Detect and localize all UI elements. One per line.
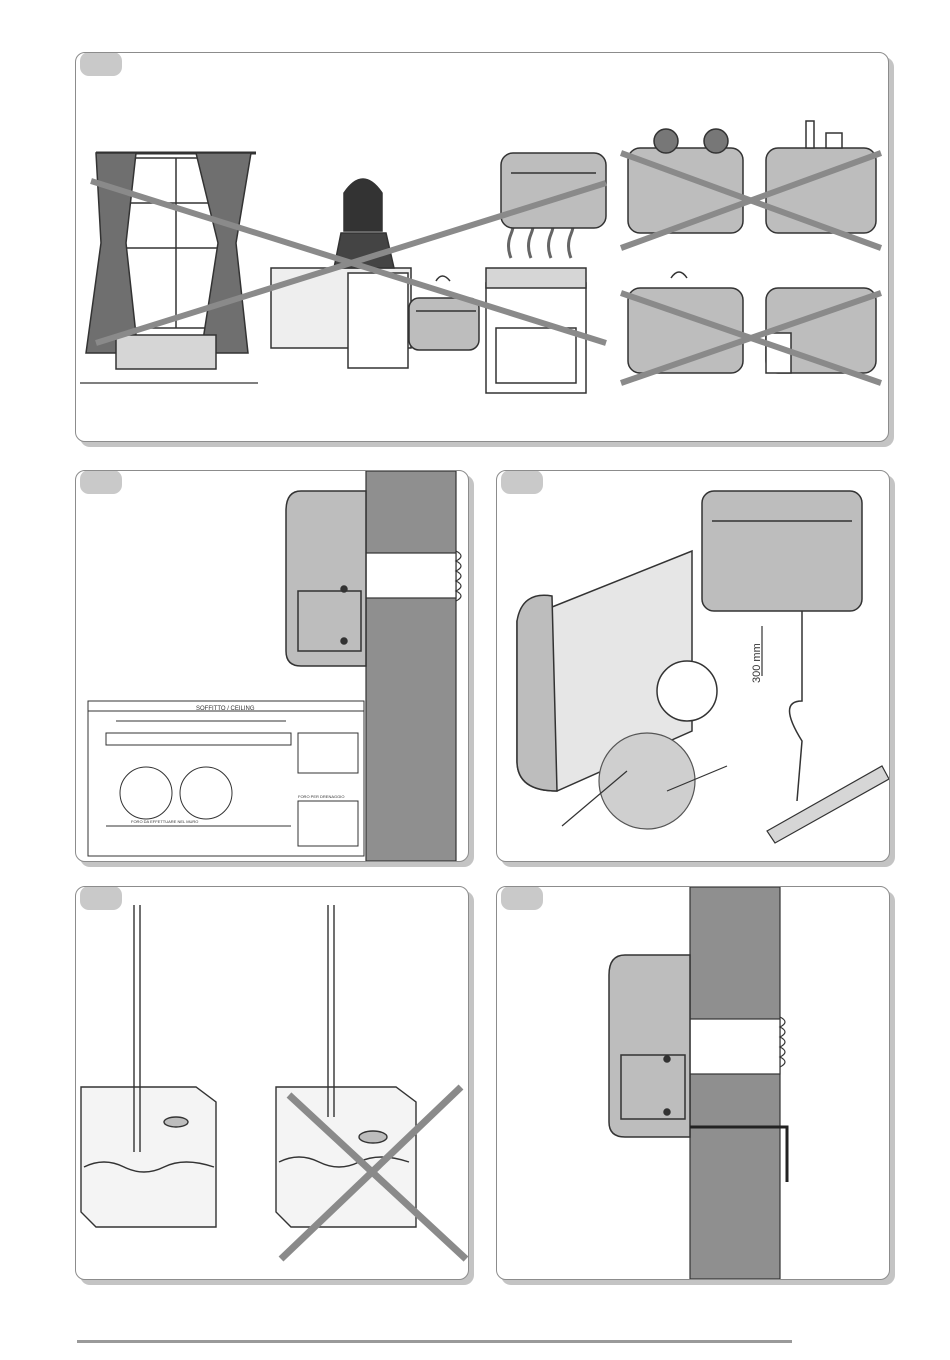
figure-4-illustration [76, 887, 468, 1279]
installation-template-drawing [88, 701, 364, 856]
air-conditioner-side-view [286, 491, 366, 666]
drain-pipe [767, 766, 889, 843]
drawing-note-left: FORO DA EFFETTUARE NEL MURO [131, 819, 198, 824]
panel-figure-1 [75, 52, 889, 442]
wall-section [366, 471, 456, 861]
wall-hole [366, 553, 456, 598]
wall-section [690, 887, 780, 1279]
detail-magnifier [599, 733, 695, 829]
unit-with-plants [628, 129, 743, 233]
figure-2-illustration: SOFFITTO / CEILING FORO DA EFFETTUARE NE… [76, 471, 468, 861]
figure-5-illustration [497, 887, 889, 1279]
drawing-ceiling-label: SOFFITTO / CEILING [196, 706, 255, 712]
footer-rule [77, 1340, 792, 1343]
panel-figure-5 [496, 886, 890, 1280]
drain-hose [790, 611, 803, 801]
panel-figure-4 [75, 886, 469, 1280]
dimension-300mm: 300 mm [751, 643, 763, 683]
drawing-note-right: FORO PER DRENAGGIO [298, 794, 344, 799]
wall-hole [690, 1019, 780, 1074]
panel-figure-2: SOFFITTO / CEILING FORO DA EFFETTUARE NE… [75, 470, 469, 862]
container-correct [81, 905, 216, 1227]
figure-1-illustration [76, 53, 888, 441]
container-incorrect [276, 905, 416, 1227]
air-conditioner-front-view [702, 491, 862, 611]
panel-figure-3: 300 mm [496, 470, 890, 862]
air-conditioner-side-view [609, 955, 690, 1137]
figure-3-illustration [497, 471, 889, 861]
